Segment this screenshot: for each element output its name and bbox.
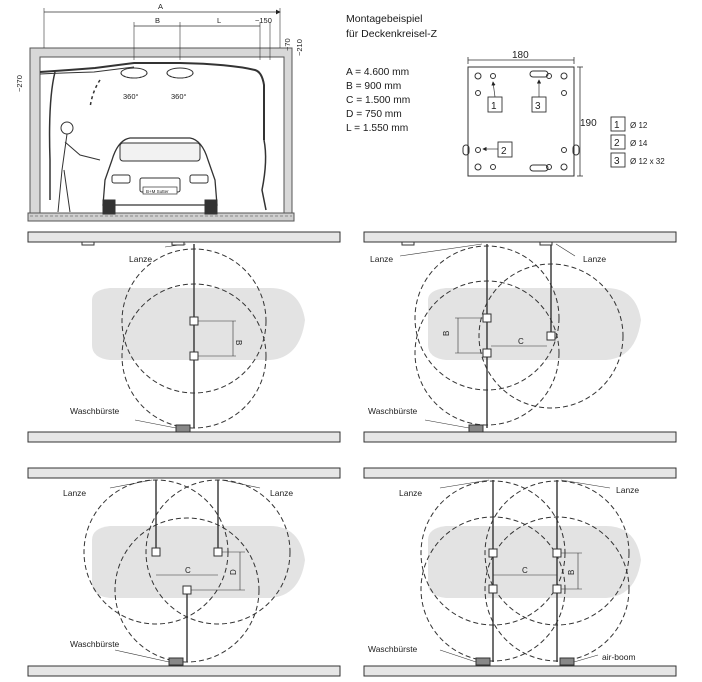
plan2-c-label: C <box>518 337 524 346</box>
dim-l-label: L <box>217 16 221 25</box>
mount-plate <box>462 57 626 177</box>
floor <box>27 212 295 222</box>
spec-a: A = 4.600 mm <box>346 67 410 78</box>
plan1-lanze-label: Lanze <box>129 254 152 264</box>
plan-view-1 <box>27 231 341 443</box>
plan3-c-label: C <box>185 566 191 575</box>
legend-id-1: 1 <box>614 120 620 131</box>
legend-size-2: Ø 14 <box>630 139 648 148</box>
caption-line-2: für Deckenkreisel-Z <box>346 28 438 40</box>
plan2-b-label: B <box>442 331 451 336</box>
plan4-lanze-left-label: Lanze <box>399 488 422 498</box>
plan3-lanze-left-label: Lanze <box>63 488 86 498</box>
legend-size-1: Ø 12 <box>630 121 648 130</box>
dim-70-label: ~70 <box>283 38 292 51</box>
legend-id-2: 2 <box>614 138 620 149</box>
spec-b: B = 900 mm <box>346 81 402 92</box>
plan-view-2 <box>363 231 677 443</box>
rotation-label-1: 360° <box>123 92 139 101</box>
caption-line-1: Montagebeispiel <box>346 13 423 25</box>
plan3-d-label: D <box>229 569 238 575</box>
mount-plate-labels: 180 190 1 3 2 1 2 3 Ø 12 Ø 14 Ø 12 x 32 <box>491 50 665 167</box>
plan2-waschbuerste-label: Waschbürste <box>368 406 418 416</box>
plan3-waschbuerste-label: Waschbürste <box>70 639 120 649</box>
dim-a-label: A <box>158 2 163 11</box>
caption: Montagebeispiel für Deckenkreisel-Z <box>346 12 437 42</box>
plan2-lanze-left-label: Lanze <box>370 254 393 264</box>
license-plate: B+M Sutter <box>146 189 169 194</box>
plan-view-4 <box>363 467 677 677</box>
spec-d: D = 750 mm <box>346 109 402 120</box>
hole-marker-3: 3 <box>535 101 541 112</box>
dim-270-label: ~270 <box>15 75 24 92</box>
plan1-b-label: B <box>234 340 243 345</box>
plate-width-label: 180 <box>512 50 529 61</box>
plate-height-label: 190 <box>580 118 597 129</box>
dim-150-label: ~150 <box>255 16 272 25</box>
spec-list: A = 4.600 mm B = 900 mm C = 1.500 mm D =… <box>346 66 410 136</box>
hole-marker-2: 2 <box>501 146 507 157</box>
dim-210-label: ~210 <box>295 39 304 56</box>
legend-size-3: Ø 12 x 32 <box>630 157 665 166</box>
plan4-c-label: C <box>522 566 528 575</box>
plan3-lanze-right-label: Lanze <box>270 488 293 498</box>
elevation-view <box>27 8 295 222</box>
legend-id-3: 3 <box>614 156 620 167</box>
dim-b-label: B <box>155 16 160 25</box>
plan-view-3 <box>27 467 341 677</box>
plan4-airboom-label: air-boom <box>602 652 636 662</box>
spec-l: L = 1.550 mm <box>346 123 409 134</box>
plan2-lanze-right-label: Lanze <box>583 254 606 264</box>
rotation-label-2: 360° <box>171 92 187 101</box>
plan1-waschbuerste-label: Waschbürste <box>70 406 120 416</box>
spec-c: C = 1.500 mm <box>346 95 411 106</box>
hole-marker-1: 1 <box>491 101 497 112</box>
elevation-labels: A B L ~150 ~70 ~210 ~270 360° 360° B+M S… <box>15 2 304 194</box>
plan4-waschbuerste-label: Waschbürste <box>368 644 418 654</box>
plan4-lanze-right-label: Lanze <box>616 485 639 495</box>
plan4-b-label: B <box>567 570 576 575</box>
